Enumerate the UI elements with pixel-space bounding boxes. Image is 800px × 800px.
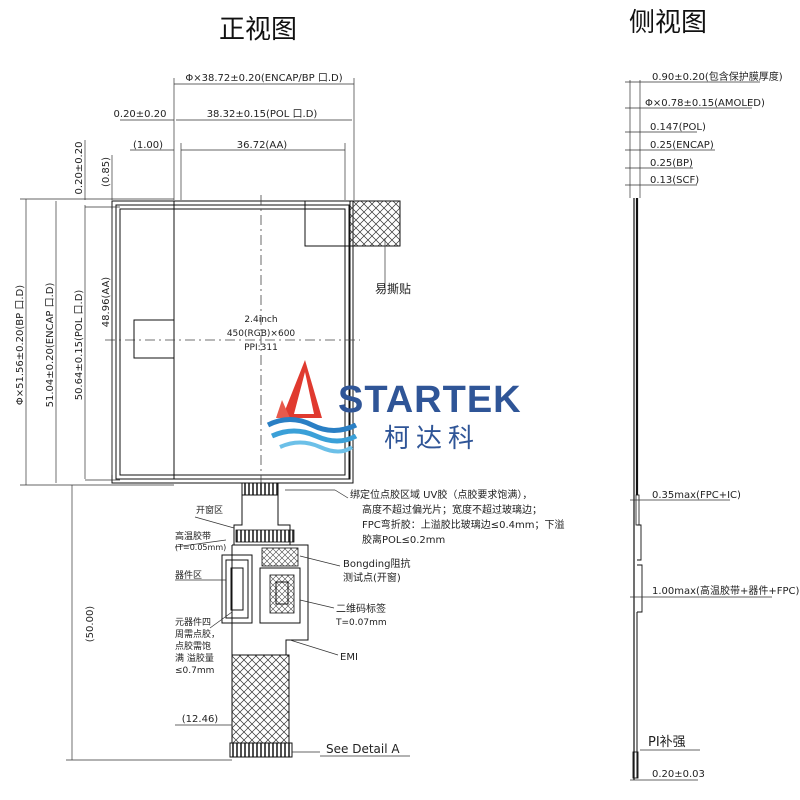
note-bonding-4: 胶离POL≤0.2mm [362, 533, 445, 546]
dimension-gap-left: 0.20±0.20 [114, 109, 167, 120]
side-dim-scf: 0.13(SCF) [625, 175, 699, 186]
label-bonding-test: Bongding阻抗 [343, 557, 410, 570]
label-tape: 高温胶带 [175, 530, 211, 542]
dimension-encap-height: 51.04±0.20(ENCAP 口.D) [45, 201, 57, 483]
svg-text:0.147(POL): 0.147(POL) [650, 122, 706, 133]
label-detail-a: See Detail A [326, 742, 400, 756]
side-dim-amoled: Φ×0.78±0.15(AMOLED) [625, 98, 765, 109]
label-side-reinforce: PI补强 [648, 735, 686, 750]
logo-wave-3 [279, 440, 354, 454]
dimension-aa-width: 36.72(AA) (1.00) [130, 140, 346, 200]
note-bonding-1: 绑定位点胶区域 UV胶（点胶要求饱满）， [350, 488, 532, 501]
label-glue-1: 元器件四 [175, 616, 211, 628]
dimension-pol-width: 38.32±0.15(POL 口.D) 0.20±0.20 [114, 109, 352, 121]
dimension-fpc-length: (50.00) [66, 485, 232, 761]
label-window: 开窗区 [196, 504, 223, 516]
label-tape-thickness: (T=0.05mm) [175, 543, 226, 552]
logo-wave-1 [266, 417, 358, 433]
panel-outline [111, 200, 354, 484]
side-dim-reinforce: 0.20±0.03 [652, 769, 705, 780]
svg-text:0.35max(FPC+IC): 0.35max(FPC+IC) [652, 490, 741, 501]
label-glue-5: ≤0.7mm [175, 666, 214, 676]
side-dim-bp: 0.25(BP) [625, 158, 693, 169]
dimension-fpc-width: (12.46) [175, 714, 232, 726]
label-qr-thickness: T=0.07mm [335, 618, 387, 628]
panel-ppi-text: PPI:311 [244, 343, 278, 353]
svg-text:36.72(AA): 36.72(AA) [237, 140, 287, 151]
svg-text:(50.00): (50.00) [85, 606, 96, 643]
svg-text:(12.46): (12.46) [182, 714, 219, 725]
logo-brand-cn: 柯达科 [384, 424, 480, 454]
svg-text:0.20±0.20: 0.20±0.20 [74, 142, 85, 195]
side-dim-pol: 0.147(POL) [625, 122, 706, 133]
label-glue-2: 周需点胶， [175, 628, 220, 640]
component-area [221, 547, 301, 624]
side-dim-fpc-component: 1.00max(高温胶带+器件+FPC) [630, 584, 799, 598]
side-profile [632, 198, 643, 780]
label-emi: EMI [340, 652, 358, 663]
note-bonding-3: FPC弯折胶：上溢胶比玻璃边≤0.4mm；下溢 [362, 518, 565, 531]
svg-text:38.32±0.15(POL 口.D): 38.32±0.15(POL 口.D) [207, 109, 318, 120]
label-easy-tear: 易撕贴 [375, 282, 411, 296]
dimension-aa-height: 48.96(AA) [101, 209, 113, 475]
logo-brand-text: STARTEK [338, 379, 522, 421]
svg-text:51.04±0.20(ENCAP 口.D): 51.04±0.20(ENCAP 口.D) [45, 283, 56, 408]
label-component: 器件区 [175, 569, 202, 581]
front-view-title: 正视图 [219, 15, 297, 45]
svg-text:(0.85): (0.85) [101, 157, 112, 187]
side-dim-total: 0.90±0.20(包含保护膜厚度) [625, 70, 783, 83]
logo-sail-white [294, 372, 314, 414]
dimension-aa-offset: (1.00) [133, 140, 163, 151]
note-bonding-2: 高度不超过偏光片；宽度不超过玻璃边； [362, 503, 542, 516]
dimension-top-offset: (0.85) [101, 155, 113, 200]
logo-wave-2 [270, 428, 358, 444]
startek-logo: STARTEK 柯达科 [266, 360, 522, 454]
dimension-bp-height: Φ×51.56±0.20(BP 口.D) [15, 199, 27, 485]
svg-text:Φ×0.78±0.15(AMOLED): Φ×0.78±0.15(AMOLED) [645, 98, 765, 109]
svg-text:50.64±0.15(POL 口.D): 50.64±0.15(POL 口.D) [74, 290, 85, 401]
label-glue-3: 点胶需饱 [175, 640, 211, 652]
svg-text:0.25(BP): 0.25(BP) [650, 158, 693, 169]
fpc-connector [229, 742, 293, 758]
side-reinforce: PI补强 0.20±0.03 [630, 735, 705, 781]
svg-text:Φ×51.56±0.20(BP 口.D): Φ×51.56±0.20(BP 口.D) [15, 285, 26, 405]
panel-side-tab [133, 319, 174, 359]
svg-text:48.96(AA): 48.96(AA) [101, 277, 112, 327]
svg-text:1.00max(高温胶带+器件+FPC): 1.00max(高温胶带+器件+FPC) [652, 584, 799, 597]
side-dim-encap: 0.25(ENCAP) [625, 140, 715, 151]
svg-text:0.13(SCF): 0.13(SCF) [650, 175, 699, 186]
dimension-left-gap: 0.20±0.20 [74, 140, 86, 200]
fpc-body [231, 529, 309, 655]
panel-size-text: 2.4inch [244, 315, 277, 325]
dimension-pol-height: 50.64±0.15(POL 口.D) [74, 205, 86, 479]
dimension-top-encap: Φ×38.72±0.20(ENCAP/BP 口.D) [173, 73, 355, 200]
label-bonding-test-window: 测试点(开窗) [343, 571, 401, 584]
label-qr: 二维码标签 [336, 602, 386, 615]
side-view-title: 侧视图 [629, 8, 707, 38]
side-dim-fpc-ic: 0.35max(FPC+IC) [630, 490, 741, 501]
panel-resolution-text: 450(RGB)×600 [227, 329, 296, 339]
fpc-emi-area [231, 654, 290, 744]
logo-sail-small [276, 400, 290, 418]
svg-text:Φ×38.72±0.20(ENCAP/BP 口.D): Φ×38.72±0.20(ENCAP/BP 口.D) [185, 73, 342, 84]
svg-text:0.90±0.20(包含保护膜厚度): 0.90±0.20(包含保护膜厚度) [652, 70, 783, 83]
easy-tear-sticker [349, 200, 401, 247]
label-glue-4: 满 溢胶量 [175, 652, 214, 664]
svg-text:0.25(ENCAP): 0.25(ENCAP) [650, 140, 714, 151]
